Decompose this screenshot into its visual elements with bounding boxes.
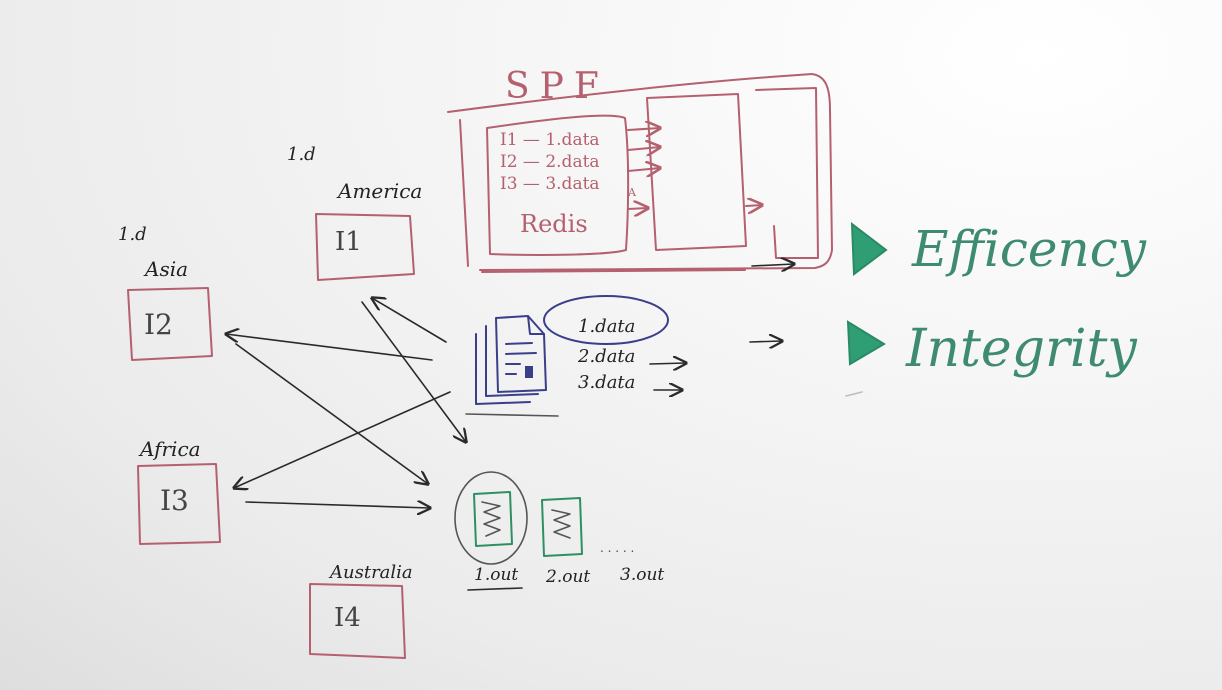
data-file-2: 2.data <box>577 346 635 367</box>
africa-box-label: I3 <box>160 484 189 517</box>
america-label: America <box>336 179 422 203</box>
spf-arrow-5 <box>745 205 762 206</box>
spf-node-box-2 <box>755 87 819 259</box>
out-ellipsis: . . . . . <box>600 541 634 555</box>
asia-id-note: 1.d <box>118 224 147 245</box>
africa-label: Africa <box>138 437 201 461</box>
spf-title: SPF <box>505 66 609 107</box>
arrow-docs-to-america <box>372 298 447 343</box>
spf-node-box-1 <box>646 93 747 251</box>
spf-entry-2: I2 — 2.data <box>500 152 600 172</box>
goal-integrity: Integrity <box>905 319 1137 379</box>
redis-box <box>486 114 630 256</box>
spf-arrow-3 <box>627 168 660 171</box>
asia-label: Asia <box>143 257 188 281</box>
triangle-bullet-icon <box>846 320 886 366</box>
arrow-docs-to-africa <box>234 391 451 488</box>
out-file-3-label: 3.out <box>620 565 664 585</box>
arrow-america-to-docs <box>361 301 466 442</box>
data-underline <box>465 413 559 417</box>
spf-arrow-2 <box>627 147 660 150</box>
out-file-1-label: 1.out <box>474 565 518 585</box>
asia-box-label: I2 <box>144 308 173 341</box>
document-stack-icon <box>475 315 547 405</box>
spf-small-mark: A <box>627 186 637 199</box>
out-file-1-underline <box>467 587 523 591</box>
arrow-docs-to-asia <box>226 334 433 361</box>
data-out-arrow <box>749 341 782 342</box>
data-file-1-circle <box>543 295 669 345</box>
triangle-bullet-icon <box>850 221 888 276</box>
out-file-2-label: 2.out <box>545 567 590 587</box>
spf-entry-3: I3 — 3.data <box>500 174 600 194</box>
spf-out-arrow <box>751 264 794 266</box>
out-file-1-icon <box>473 491 513 547</box>
america-box-label: I1 <box>335 227 362 257</box>
australia-box <box>309 583 406 659</box>
faint-mark <box>845 391 863 397</box>
america-box <box>315 213 415 281</box>
goal-efficiency: Efficency <box>911 220 1147 278</box>
data-file-2-arrow <box>649 363 686 364</box>
out-file-2-icon <box>541 497 583 557</box>
spf-arrow-1 <box>627 128 660 130</box>
africa-box <box>137 463 221 545</box>
data-file-1: 1.data <box>578 316 635 337</box>
spf-arrow-4 <box>627 208 648 209</box>
australia-box-label: I4 <box>334 603 361 633</box>
redis-label: Redis <box>520 210 588 238</box>
arrow-asia-to-out <box>235 343 428 484</box>
australia-label: Australia <box>328 562 413 583</box>
out-file-1-circle <box>454 471 528 565</box>
spf-entry-1: I1 — 1.data <box>500 130 600 150</box>
arrow-africa-to-out <box>245 502 430 508</box>
data-file-3: 3.data <box>578 372 635 393</box>
asia-box <box>127 287 213 361</box>
spf-frame <box>447 73 833 273</box>
america-id-note: 1.d <box>287 144 316 165</box>
